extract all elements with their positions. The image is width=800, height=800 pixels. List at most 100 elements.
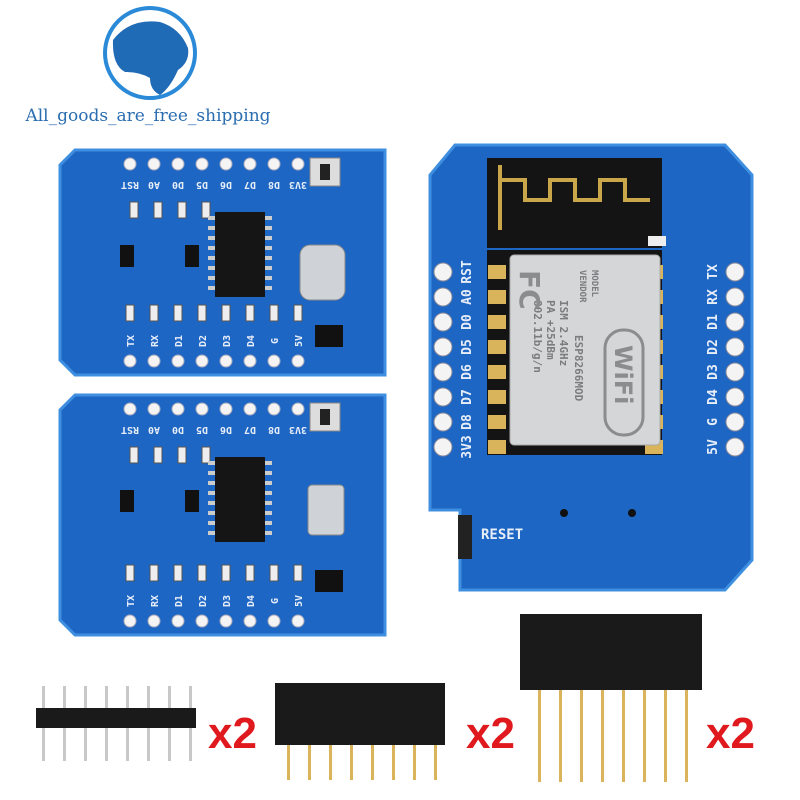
ic-pin bbox=[208, 481, 215, 485]
pin-label: RST bbox=[121, 424, 139, 435]
smd-resistor bbox=[293, 564, 303, 582]
pin-hole bbox=[433, 387, 453, 407]
pin-hole bbox=[123, 614, 137, 628]
pin-hole bbox=[433, 337, 453, 357]
castellated-pad bbox=[488, 365, 506, 379]
pin-label: D1 bbox=[706, 314, 721, 330]
ic-pin bbox=[265, 501, 272, 505]
module-ism: ISM 2.4GHz bbox=[557, 300, 570, 366]
pin-hole bbox=[291, 402, 305, 416]
ic-pin bbox=[265, 481, 272, 485]
pin-hole bbox=[171, 157, 185, 171]
module-pa: PA +25dBm bbox=[544, 300, 557, 360]
reset-label: RESET bbox=[481, 527, 523, 543]
pin-label: RST bbox=[460, 260, 475, 284]
short-female-header bbox=[275, 683, 445, 780]
male-pin-header bbox=[36, 686, 196, 761]
pin-label: RX bbox=[706, 289, 721, 305]
pin-label: D7 bbox=[244, 179, 256, 190]
ic-pin bbox=[265, 226, 272, 230]
pin bbox=[287, 745, 290, 780]
pin-label: D5 bbox=[196, 179, 208, 190]
pin-hole bbox=[433, 412, 453, 432]
smd-resistor bbox=[173, 564, 183, 582]
ic-pin bbox=[208, 246, 215, 250]
ic-pin bbox=[208, 511, 215, 515]
ic-pin bbox=[208, 236, 215, 240]
pin-hole bbox=[433, 437, 453, 457]
ic-pin bbox=[265, 216, 272, 220]
regulator bbox=[315, 325, 343, 347]
pin-label: 3V3 bbox=[460, 435, 475, 458]
ic-pin bbox=[265, 266, 272, 270]
via bbox=[628, 509, 636, 517]
ic-pin bbox=[208, 226, 215, 230]
smd-resistor bbox=[125, 564, 135, 582]
pin bbox=[308, 745, 311, 780]
ic-pin bbox=[208, 276, 215, 280]
ic-pin bbox=[265, 471, 272, 475]
smd-resistor bbox=[177, 446, 187, 464]
pin-label: 5V bbox=[294, 595, 305, 607]
ic-pin bbox=[265, 491, 272, 495]
pin-hole bbox=[147, 614, 161, 628]
ic-pin bbox=[265, 511, 272, 515]
pin-label: A0 bbox=[148, 179, 160, 190]
pin-hole bbox=[725, 387, 745, 407]
pin-hole bbox=[219, 354, 233, 368]
pin-hole bbox=[171, 354, 185, 368]
wifi-logo bbox=[603, 328, 645, 437]
smd-resistor bbox=[149, 564, 159, 582]
pin-label: D6 bbox=[460, 364, 475, 380]
ic-pin bbox=[208, 286, 215, 290]
pin-label: D0 bbox=[172, 179, 184, 190]
ic-pin bbox=[265, 256, 272, 260]
ic-pin bbox=[265, 531, 272, 535]
pin-label: D0 bbox=[172, 424, 184, 435]
boards: RSTTXA0RXD0D1D5D2D6D3D7D4D8G3V35VRSTTXA0… bbox=[58, 143, 754, 637]
castellated-pad bbox=[488, 415, 506, 429]
pin-hole bbox=[123, 354, 137, 368]
globe-continents bbox=[112, 21, 189, 96]
led bbox=[648, 236, 666, 246]
header-body bbox=[275, 683, 445, 745]
ic-pin bbox=[208, 531, 215, 535]
pin-label: D6 bbox=[220, 179, 232, 190]
antenna-area bbox=[487, 158, 662, 248]
reset-button bbox=[458, 515, 472, 559]
module-model-label: MODEL bbox=[589, 270, 599, 298]
logo: All_goods_are_free_shipping bbox=[24, 6, 271, 126]
pin-label: 5V bbox=[706, 439, 721, 455]
pin-label: D1 bbox=[174, 335, 185, 347]
pin-hole bbox=[219, 402, 233, 416]
pin-hole bbox=[123, 402, 137, 416]
pin-hole bbox=[195, 402, 209, 416]
pin-hole bbox=[267, 402, 281, 416]
pin-hole bbox=[291, 354, 305, 368]
pin-hole bbox=[195, 354, 209, 368]
pin-hole bbox=[243, 157, 257, 171]
pin-label: D4 bbox=[246, 595, 257, 607]
module-vendor-label: VENDOR bbox=[577, 270, 587, 303]
pin bbox=[392, 745, 395, 780]
metal-shield bbox=[509, 254, 661, 446]
castellated-pad bbox=[488, 315, 506, 329]
pin bbox=[434, 745, 437, 780]
header-body bbox=[520, 614, 702, 690]
pin bbox=[329, 745, 332, 780]
pin-hole bbox=[725, 412, 745, 432]
pin-hole bbox=[433, 262, 453, 282]
pin-hole bbox=[725, 262, 745, 282]
pin-hole bbox=[433, 362, 453, 382]
pin-hole bbox=[195, 614, 209, 628]
pin-label: 5V bbox=[294, 335, 305, 347]
wifi-logo-text: WiFi bbox=[609, 345, 637, 404]
pin bbox=[559, 690, 562, 782]
ic-pin bbox=[208, 521, 215, 525]
castellated-pad bbox=[488, 340, 506, 354]
module-name: ESP8266MOD bbox=[572, 335, 585, 402]
ic-pin bbox=[208, 256, 215, 260]
